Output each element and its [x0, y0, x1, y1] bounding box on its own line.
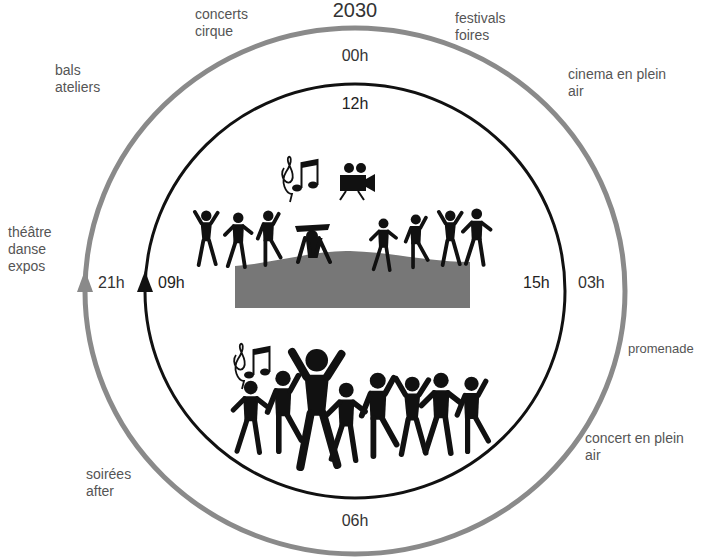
activity-label: bals ateliers — [55, 62, 100, 96]
diagram-title: 2030 — [305, 0, 405, 21]
activity-label: promenade — [628, 340, 694, 357]
activity-label: festivals foires — [455, 10, 506, 44]
activity-label: concert en plein air — [585, 430, 685, 464]
hour-label: 21h — [98, 274, 125, 291]
hour-label: 03h — [578, 274, 605, 291]
activity-label: soirées after — [86, 466, 131, 500]
hour-label: 12h — [325, 95, 385, 112]
hour-label: 00h — [325, 47, 385, 64]
hour-label: 06h — [325, 512, 385, 529]
activity-label: concerts cirque — [195, 6, 248, 40]
activity-label: cinema en plein air — [568, 66, 668, 100]
hour-label: 15h — [523, 274, 550, 291]
hour-label: 09h — [158, 274, 185, 291]
activity-label: théâtre danse expos — [8, 224, 52, 275]
